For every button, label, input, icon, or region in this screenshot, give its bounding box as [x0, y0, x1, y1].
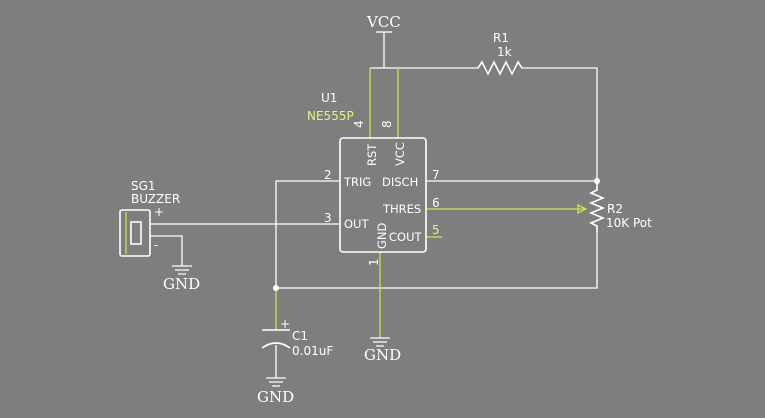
pin-number-2: 2: [324, 168, 332, 182]
pin-label-disch: DISCH: [382, 175, 418, 189]
vcc-symbol: VCC: [366, 13, 401, 33]
gnd-label-cap: GND: [257, 388, 294, 406]
wire-trig: [275, 180, 340, 288]
r1-ref: R1: [493, 31, 509, 45]
wiper-arrow: [577, 203, 588, 215]
wire-buzzer-gnd: [150, 235, 183, 266]
pin-number-3: 3: [324, 211, 332, 225]
pin-number-4: 4: [352, 120, 366, 128]
u1-ref: U1: [321, 91, 337, 105]
pin-label-trig: TRIG: [343, 175, 371, 189]
c1-polarity: +: [280, 317, 290, 331]
resistor-r1[interactable]: R1 1k: [477, 31, 523, 76]
sg1-part: BUZZER: [131, 192, 180, 206]
gnd-symbol-buzzer: GND: [163, 265, 200, 293]
pin-number-1: 1: [367, 258, 381, 266]
r1-value: 1k: [497, 45, 512, 59]
pin-label-out: OUT: [344, 217, 369, 231]
gnd-label-ic: GND: [364, 346, 401, 364]
gnd-label-buzzer: GND: [163, 275, 200, 293]
pin-number-7: 7: [432, 168, 440, 182]
vcc-label: VCC: [366, 13, 401, 31]
capacitor-c1[interactable]: + C1 0.01uF: [261, 317, 333, 358]
pin-label-rst: RST: [365, 143, 379, 166]
pin-number-6: 6: [432, 196, 440, 210]
buzzer-sg1[interactable]: SG1 BUZZER + -: [119, 179, 180, 257]
ic-u1-ne555p[interactable]: U1 NE555P 4 8 2 3 7 6 5 1 RST VCC TRIG O…: [307, 91, 440, 266]
sg1-ref: SG1: [131, 179, 156, 193]
pin-number-5: 5: [432, 223, 440, 237]
c1-value: 0.01uF: [292, 344, 333, 358]
sg1-minus: -: [154, 238, 158, 252]
r2-value: 10K Pot: [606, 216, 652, 230]
r2-ref: R2: [607, 202, 623, 216]
pin-label-cout: COUT: [389, 230, 422, 244]
wires: [150, 32, 598, 378]
wire-pot-bottom: [276, 232, 598, 289]
pin-label-thres: THRES: [382, 202, 421, 216]
u1-part: NE555P: [307, 109, 354, 123]
pin-number-8: 8: [380, 120, 394, 128]
gnd-symbol-cap: GND: [257, 377, 294, 406]
potentiometer-r2[interactable]: R2 10K Pot: [577, 181, 652, 232]
wire-r1-right: [522, 67, 598, 180]
pin-label-vcc: VCC: [393, 142, 407, 166]
gnd-symbol-ic: GND: [364, 337, 401, 364]
c1-ref: C1: [292, 329, 308, 343]
sg1-plus: +: [154, 205, 164, 219]
pin-label-gnd: GND: [375, 222, 389, 249]
junction-dot: [273, 285, 279, 291]
